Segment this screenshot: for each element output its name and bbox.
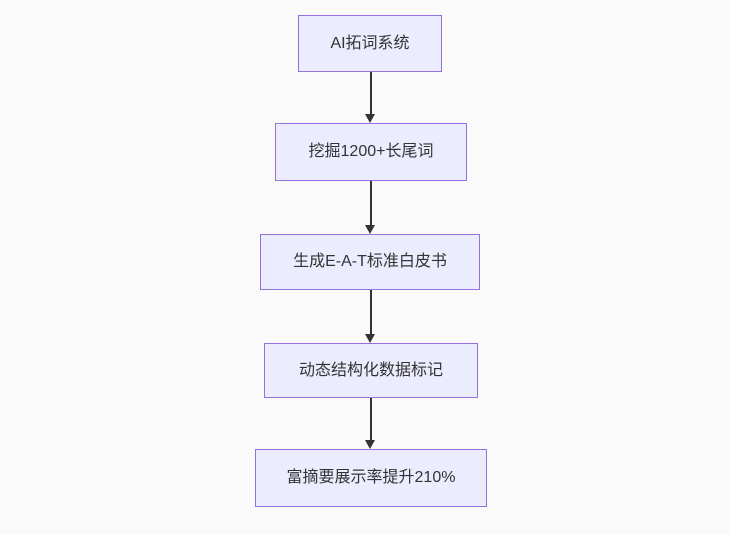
node-label: 生成E-A-T标准白皮书 bbox=[293, 253, 447, 271]
edge-line bbox=[369, 398, 372, 442]
flow-node-generate-eat-whitepaper: 生成E-A-T标准白皮书 bbox=[260, 234, 480, 290]
flow-edge-2 bbox=[365, 181, 376, 234]
arrowhead-down-icon bbox=[365, 440, 375, 449]
flow-edge-4 bbox=[365, 398, 376, 449]
flow-edge-1 bbox=[365, 72, 376, 123]
node-label: 富摘要展示率提升210% bbox=[286, 469, 456, 487]
arrowhead-down-icon bbox=[365, 225, 375, 234]
arrowhead-down-icon bbox=[365, 114, 375, 123]
flow-edge-3 bbox=[365, 290, 376, 343]
node-label: 动态结构化数据标记 bbox=[298, 361, 443, 379]
flow-node-rich-snippet-rate-increase: 富摘要展示率提升210% bbox=[255, 449, 487, 507]
edge-line bbox=[369, 72, 372, 116]
flow-node-ai-word-expansion-system: AI拓词系统 bbox=[298, 15, 442, 72]
edge-line bbox=[369, 181, 372, 227]
node-label: AI拓词系统 bbox=[330, 34, 410, 52]
flow-node-dynamic-structured-data-markup: 动态结构化数据标记 bbox=[264, 343, 478, 398]
edge-line bbox=[369, 290, 372, 336]
flow-node-mine-longtail-keywords: 挖掘1200+长尾词 bbox=[275, 123, 467, 181]
arrowhead-down-icon bbox=[365, 334, 375, 343]
node-label: 挖掘1200+长尾词 bbox=[308, 143, 434, 161]
